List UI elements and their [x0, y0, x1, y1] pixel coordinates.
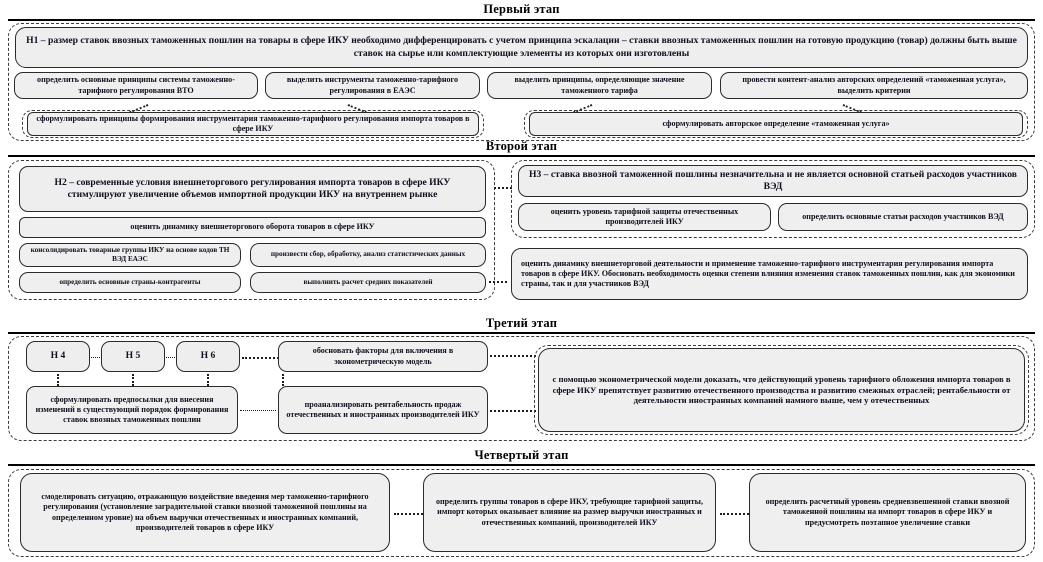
stage1-result-2: сформулировать авторское определение «та… — [529, 112, 1023, 136]
stage4-task-2: определить группы товаров в сфере ИКУ, т… — [423, 473, 716, 552]
connector-h6-down — [207, 374, 209, 386]
stage1-hypothesis-h1: Н1 – размер ставок ввозных таможенных по… — [15, 27, 1028, 68]
connector-h5-h6 — [166, 357, 175, 358]
stage1-result-2-frame — [524, 110, 1028, 138]
stage-rule-4 — [8, 464, 1035, 466]
stage-title-4: Четвертый этап — [474, 448, 569, 462]
stage2-right-group — [511, 160, 1035, 238]
stage1-task-3: выделить принципы, определяющие значение… — [487, 72, 712, 99]
stage4-task-3: определить расчетный уровень средневзвеш… — [749, 473, 1026, 552]
connector-h4-h5 — [91, 357, 100, 358]
stage-rule-1 — [8, 19, 1035, 21]
connector-s4-2-3 — [720, 513, 749, 515]
stage3-hypothesis-h4: Н 4 — [26, 341, 90, 372]
stage3-task-3: проанализировать рентабельность продаж о… — [278, 386, 488, 434]
stage1-task-2: выделить инструменты таможенно-тарифного… — [265, 72, 480, 99]
stage3-task-2: сформулировать предпосылки для внесения … — [26, 386, 238, 434]
stage1-group — [8, 23, 1035, 141]
connector-s3-bottom-result — [490, 410, 536, 412]
stage1-result-1-frame — [22, 110, 484, 138]
connector-h5-down — [132, 374, 134, 386]
stage-rule-2 — [8, 155, 1035, 157]
stage3-hypothesis-h5: Н 5 — [101, 341, 165, 372]
stage3-group — [8, 336, 1035, 441]
stage-title-1: Первый этап — [483, 2, 560, 16]
connector-task1-down — [282, 374, 284, 386]
stage2-hypothesis-h3: Н3 – ставка ввозной таможенной пошлины н… — [518, 165, 1028, 197]
stage2-left-task-4: выполнить расчет средних показателей — [250, 272, 486, 293]
stage4-group — [8, 469, 1035, 557]
stage2-left-wide-task: оценить динамику внешнеторгового оборота… — [19, 217, 486, 238]
connector-h4-down — [57, 374, 59, 386]
stage-title-3: Третий этап — [485, 316, 558, 330]
stage3-task-1: обосновать факторы для включения в эконо… — [278, 341, 488, 372]
stage2-result: оценить динамику внешнеторговой деятельн… — [511, 248, 1028, 300]
stage4-task-1: смоделировать ситуацию, отражающую возде… — [20, 473, 390, 552]
connector-s4-1-2 — [394, 513, 423, 515]
stage3-result-frame — [534, 345, 1029, 435]
stage3-result: с помощью эконометрической модели доказа… — [538, 348, 1025, 432]
connector-s3-top-result — [490, 355, 536, 357]
stage1-task-4: провести контент-анализ авторских опреде… — [720, 72, 1028, 99]
connector-s3-task2-task3 — [240, 410, 276, 411]
stage2-right-task-2: определить основные статьи расходов учас… — [778, 203, 1028, 231]
connector-h6-task1 — [242, 357, 282, 359]
stage2-left-task-3: определить основные страны-контрагенты — [19, 272, 241, 293]
stage2-right-task-1: оценить уровень тарифной защиты отечеств… — [518, 203, 771, 231]
stage1-result-1: сформулировать принципы формирования инс… — [27, 112, 479, 136]
connector-s2-bridge-top — [494, 187, 512, 189]
stage2-left-group — [8, 160, 495, 300]
stage-title-2: Второй этап — [485, 139, 558, 153]
connector-s2-bridge-bottom — [489, 281, 507, 283]
stage-rule-3 — [8, 332, 1035, 334]
stage3-hypothesis-h6: Н 6 — [176, 341, 240, 372]
stage2-left-task-2: произвести сбор, обработку, анализ стати… — [250, 243, 486, 267]
stage2-left-task-1: консолидировать товарные группы ИКУ на о… — [19, 243, 241, 267]
stage1-task-1: определить основные принципы системы там… — [14, 72, 258, 99]
stage2-hypothesis-h2: Н2 – современные условия внешнеторгового… — [19, 166, 486, 212]
